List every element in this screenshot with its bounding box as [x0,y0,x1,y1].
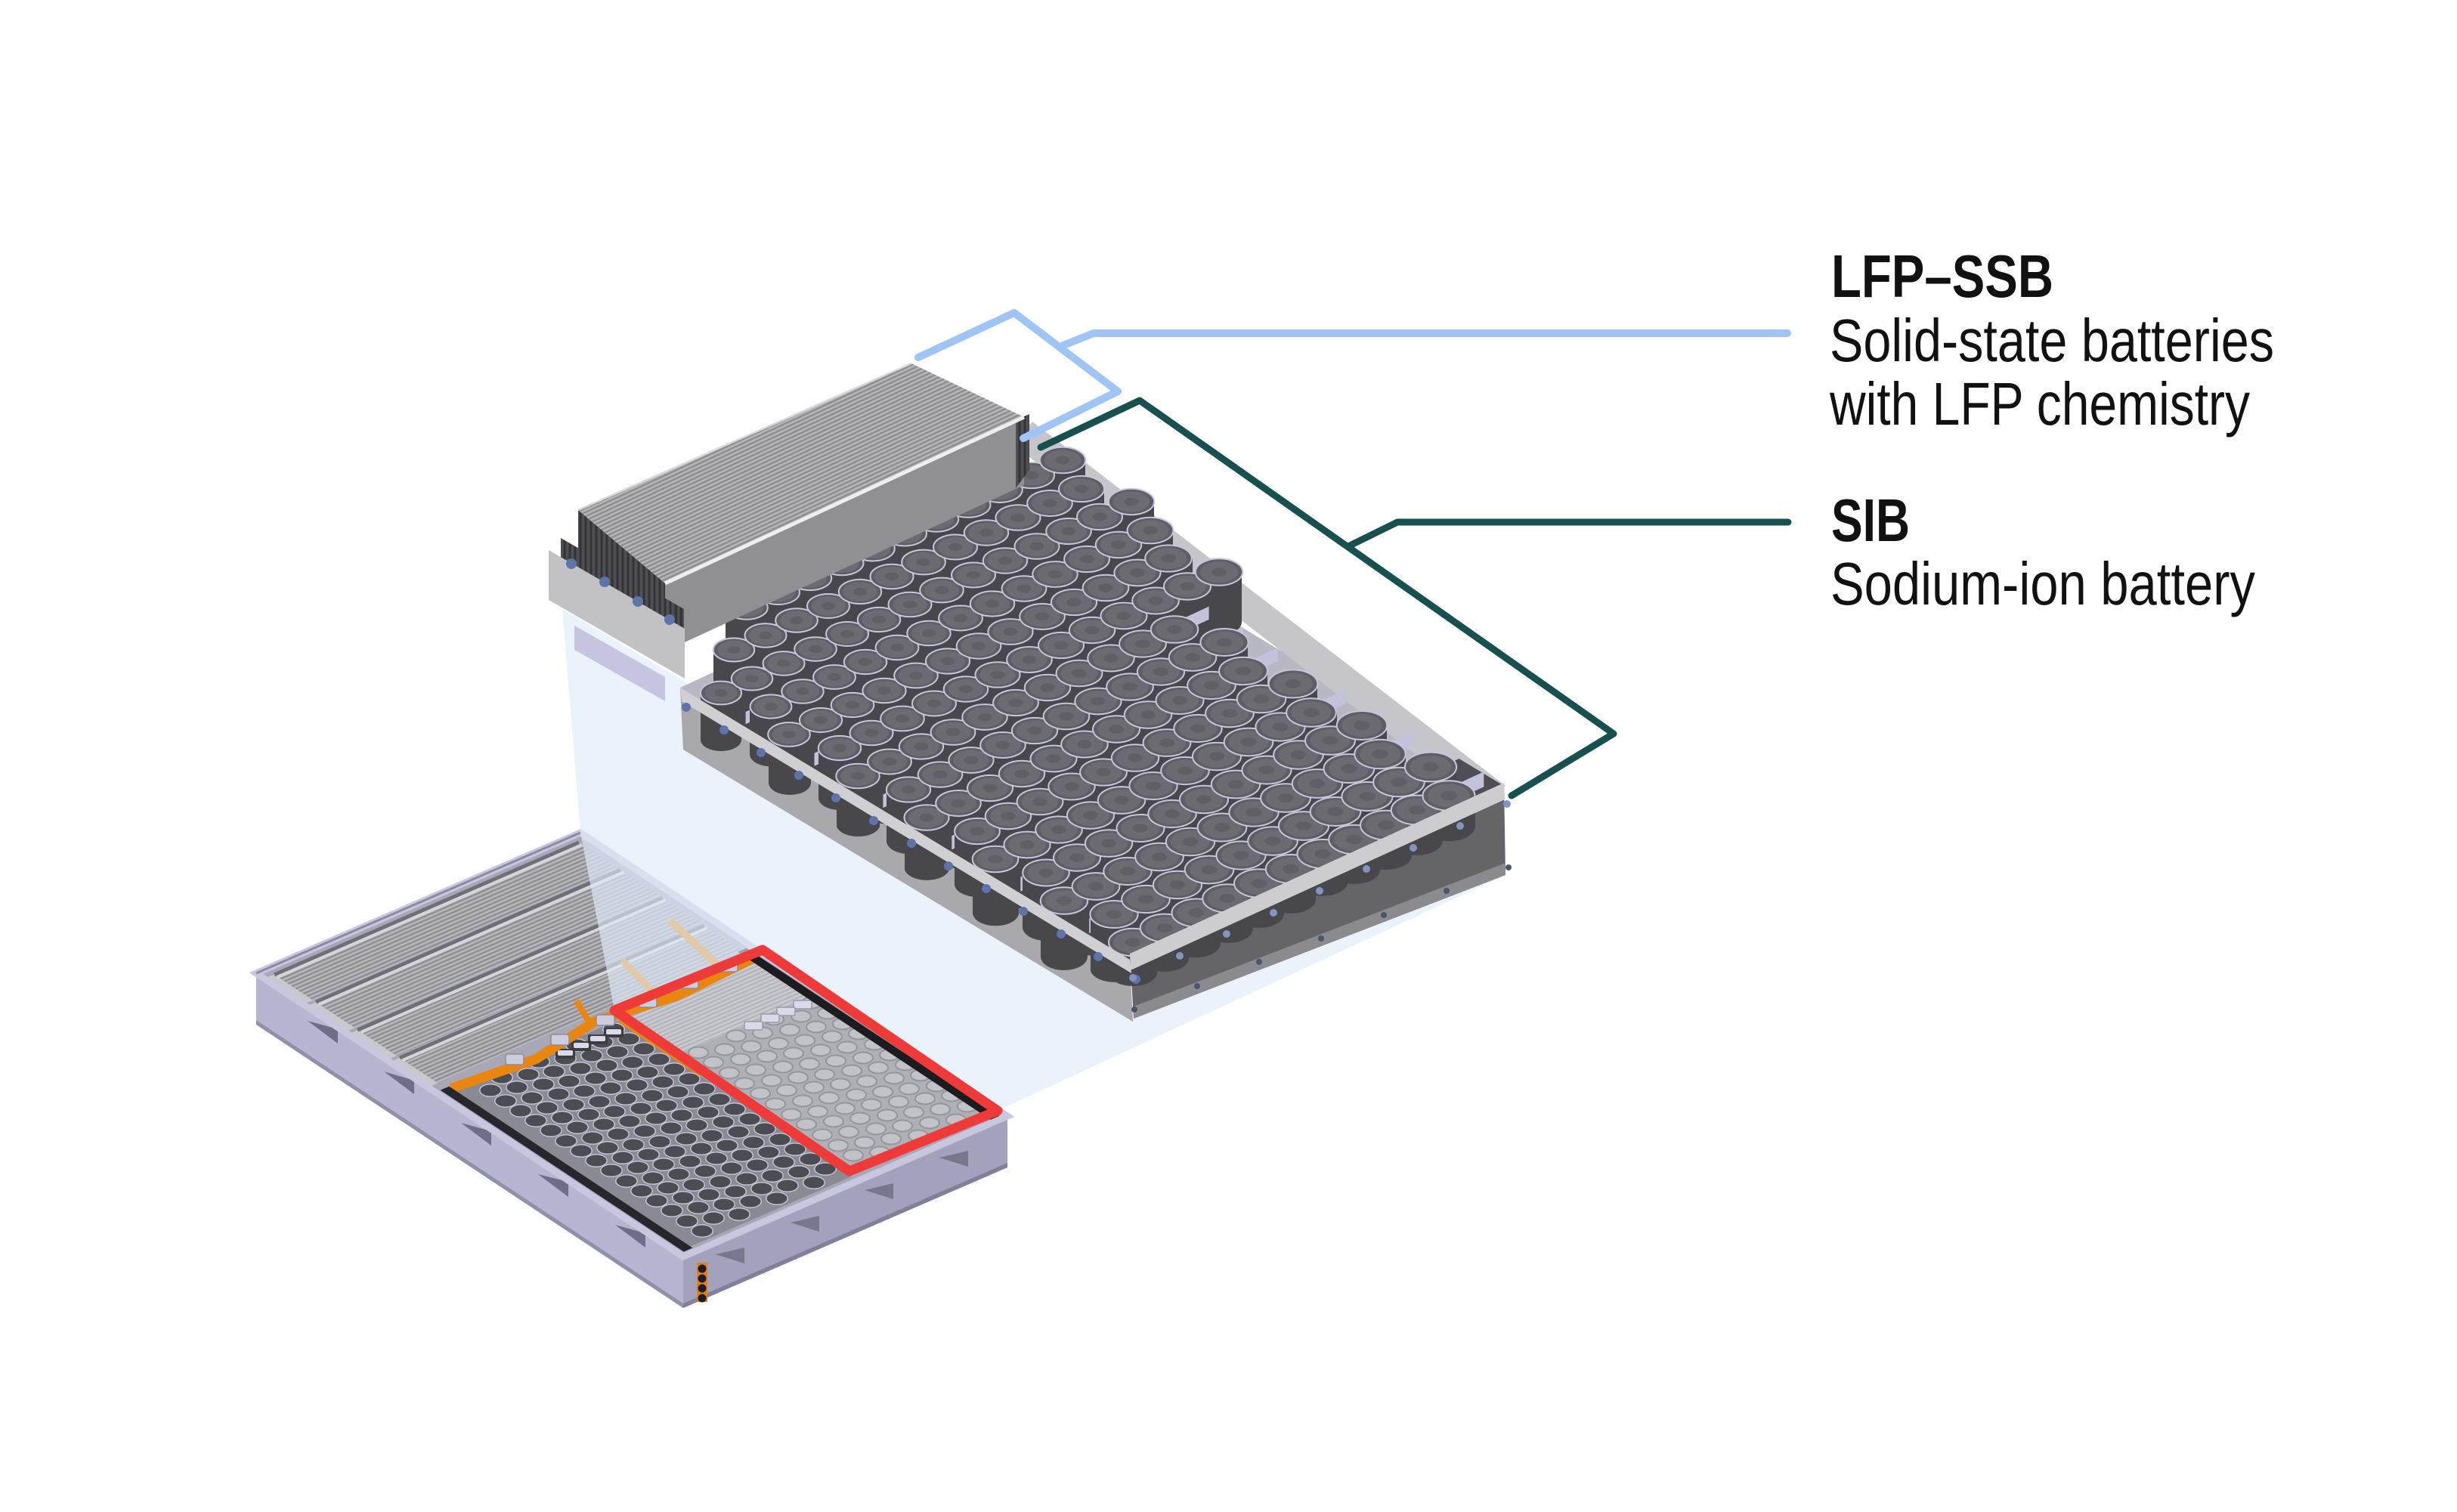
svg-text:Solid-state batteries: Solid-state batteries [1830,307,2274,374]
svg-text:Sodium-ion battery: Sodium-ion battery [1830,550,2255,617]
svg-text:SIB: SIB [1831,487,1910,554]
svg-text:with LFP chemistry: with LFP chemistry [1829,370,2250,438]
svg-text:LFP–SSB: LFP–SSB [1831,243,2053,310]
